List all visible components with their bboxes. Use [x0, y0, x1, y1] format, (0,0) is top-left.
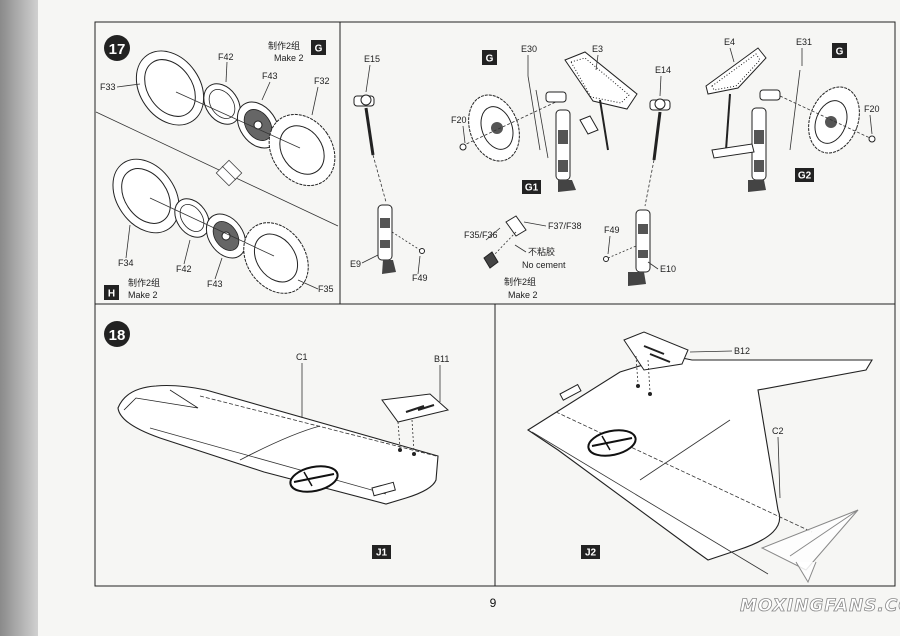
scanner-edge	[0, 0, 38, 636]
subassembly-j2-badge	[581, 545, 600, 559]
make-2-cn: 制作2组	[504, 276, 536, 287]
make-2-cn: 制作2组	[128, 277, 160, 288]
badge-h	[104, 285, 119, 300]
no-cement-en: No cement	[522, 260, 566, 270]
part-label: B11	[434, 354, 449, 364]
panel-step17b	[339, 21, 896, 305]
wheel-set-lower	[112, 158, 309, 294]
step17-number-circle	[104, 35, 130, 61]
badge-g-text: G	[315, 44, 323, 55]
part-label: E9	[350, 259, 361, 269]
step18-number-circle	[104, 321, 130, 347]
wheel-set-upper	[135, 50, 336, 187]
part-label: F35/F36	[464, 230, 498, 240]
part-label: C1	[296, 352, 308, 362]
part-label: E4	[724, 37, 735, 47]
part-label: E30	[521, 44, 537, 54]
watermark-logo	[760, 509, 859, 584]
make-2-cn: 制作2组	[268, 40, 300, 51]
subassembly-g2-badge	[795, 168, 814, 182]
part-label: F20	[451, 115, 467, 125]
wing-left	[117, 384, 450, 505]
step18-number: 18	[109, 327, 126, 344]
part-label: B12	[734, 346, 750, 356]
part-label: F34	[118, 258, 134, 268]
part-label: F37/F38	[548, 221, 582, 231]
badge-g	[832, 43, 847, 58]
subassembly-j2-text: J2	[585, 548, 597, 559]
part-label: F35	[318, 284, 334, 294]
badge-g	[482, 50, 497, 65]
part-label: E31	[796, 37, 812, 47]
part-label: F20	[864, 104, 880, 114]
assembly-g2	[705, 47, 876, 192]
part-label: F49	[412, 273, 428, 283]
part-label: E3	[592, 44, 603, 54]
badge-g	[311, 40, 326, 55]
subassembly-g1-badge	[522, 180, 541, 194]
make-2-en: Make 2	[274, 53, 304, 63]
gear-leg-center	[603, 98, 671, 286]
part-label: C2	[772, 426, 784, 436]
part-label: F49	[604, 225, 620, 235]
subassembly-j1-text: J1	[376, 548, 388, 559]
subassembly-j1-badge	[372, 545, 391, 559]
badge-h-text: H	[108, 289, 115, 300]
subassembly-g1-text: G1	[525, 183, 539, 194]
wheel-set-upper-labels: F33 F42 F43 F32	[100, 52, 330, 116]
part-label: F43	[207, 279, 223, 289]
small-parts-no-cement	[483, 215, 527, 269]
part-label: E10	[660, 264, 676, 274]
page-number: 9	[490, 596, 497, 610]
wing-right	[526, 331, 873, 575]
part-label: F32	[314, 76, 330, 86]
part-label: F33	[100, 82, 116, 92]
wheel-set-lower-labels: F34 F42 F43 F35	[118, 224, 334, 294]
make-2-en: Make 2	[128, 290, 158, 300]
make-2-en: Make 2	[508, 290, 538, 300]
part-label: F42	[218, 52, 234, 62]
badge-g-text: G	[836, 47, 844, 58]
badge-g-text: G	[486, 54, 494, 65]
step17-number: 17	[109, 41, 126, 58]
step17-divider	[95, 111, 339, 227]
assembly-g1	[459, 51, 638, 192]
gear-leg-left	[353, 94, 425, 274]
subassembly-g2-text: G2	[798, 171, 812, 182]
watermark-text: MOXINGFANS.COM	[740, 596, 900, 616]
part-label: E14	[655, 65, 671, 75]
panel-step18-right	[494, 303, 896, 587]
no-cement-cn: 不粘胶	[528, 246, 555, 257]
view-direction-icon	[215, 159, 243, 187]
part-label: F42	[176, 264, 192, 274]
part-label: E15	[364, 54, 380, 64]
part-label: F43	[262, 71, 278, 81]
